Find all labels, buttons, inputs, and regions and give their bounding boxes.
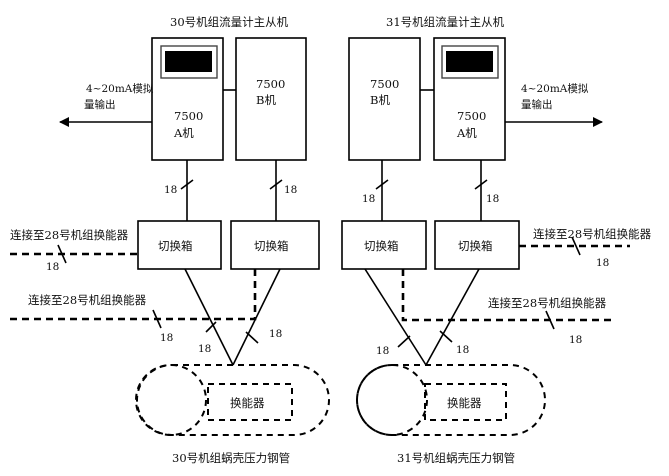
meter-unit-name: B机 (256, 93, 276, 107)
pipe-cross-section-icon (356, 364, 428, 436)
cable-count-label: 18 (486, 193, 499, 205)
meter-unit-name: A机 (456, 126, 477, 140)
left-group-title: 30号机组流量计主从机 (170, 15, 289, 29)
cable-count-label: 18 (284, 184, 297, 196)
cable-count-label: 18 (362, 193, 375, 205)
meter-model: 7500 (370, 77, 399, 91)
switch-box-2: 切换箱 (230, 220, 320, 270)
output-label-right-line2: 量输出 (521, 98, 553, 111)
connect-28-label: 连接至28号机组换能器 (488, 296, 607, 310)
switch-box-label: 切换箱 (158, 239, 193, 253)
cable-right-b: 18 (362, 160, 389, 221)
meter-right-b: 7500 B机 (348, 37, 421, 161)
cable-count-label: 18 (164, 184, 177, 196)
meter-unit-name: A机 (173, 126, 194, 140)
switch-box-4: 切换箱 (434, 220, 520, 270)
cable-count-label: 18 (198, 343, 211, 355)
output-label-left-line2: 量输出 (84, 98, 116, 111)
connect-28-lower-left: 连接至28号机组换能器 18 (10, 269, 257, 344)
cable-count-label: 18 (269, 328, 282, 340)
cable-count-label: 18 (376, 345, 389, 357)
cable-left-b: 18 (269, 160, 297, 221)
pipe-label-right: 31号机组蜗壳压力钢管 (397, 451, 515, 465)
cable-right-a: 18 (474, 160, 499, 221)
connect-28-lower-right: 连接至28号机组换能器 18 (401, 269, 616, 346)
transducer-label: 换能器 (447, 396, 482, 410)
connect-28-label: 连接至28号机组换能器 (533, 227, 652, 241)
connect-28-upper-left: 连接至28号机组换能器 18 (10, 228, 138, 273)
transducer-label: 换能器 (230, 396, 265, 410)
pipe-cross-section-icon (135, 364, 207, 436)
connect-28-label: 连接至28号机组换能器 (10, 228, 129, 242)
transducer-right (424, 383, 507, 421)
transducer-left (207, 383, 293, 421)
cable-count-label: 18 (569, 334, 582, 346)
switch-box-1: 切换箱 (137, 220, 222, 270)
meter-model: 7500 (256, 77, 285, 91)
meter-left-b: 7500 B机 (235, 37, 307, 161)
meter-model: 7500 (457, 109, 486, 123)
meter-right-a: 7500 A机 (433, 37, 506, 161)
pipe-label-left: 30号机组蜗壳压力钢管 (172, 451, 290, 465)
right-group-title: 31号机组流量计主从机 (386, 15, 505, 29)
transducer-lines-left: 18 18 (184, 268, 282, 366)
cable-count-label: 18 (456, 344, 469, 356)
meter-unit-name: B机 (370, 93, 390, 107)
cable-count-label: 18 (46, 261, 59, 273)
meter-left-a: 7500 A机 (151, 37, 224, 161)
cable-count-label: 18 (160, 332, 173, 344)
meter-model: 7500 (174, 109, 203, 123)
output-label-left-line1: 4~20mA模拟 (86, 82, 154, 95)
switch-box-label: 切换箱 (254, 239, 289, 253)
switch-box-label: 切换箱 (458, 239, 493, 253)
penstock-left: 换能器 30号机组蜗壳压力钢管 (135, 364, 330, 465)
output-label-right-line1: 4~20mA模拟 (521, 82, 589, 95)
switch-box-3: 切换箱 (341, 220, 427, 270)
cable-count-label: 18 (596, 257, 609, 269)
switch-box-label: 切换箱 (364, 239, 399, 253)
connect-28-label: 连接至28号机组换能器 (28, 293, 147, 307)
connect-28-upper-right: 连接至28号机组换能器 18 (519, 227, 652, 269)
cable-left-a: 18 (164, 160, 194, 221)
penstock-right: 换能器 31号机组蜗壳压力钢管 (356, 364, 546, 465)
transducer-lines-right: 18 18 (364, 268, 480, 366)
